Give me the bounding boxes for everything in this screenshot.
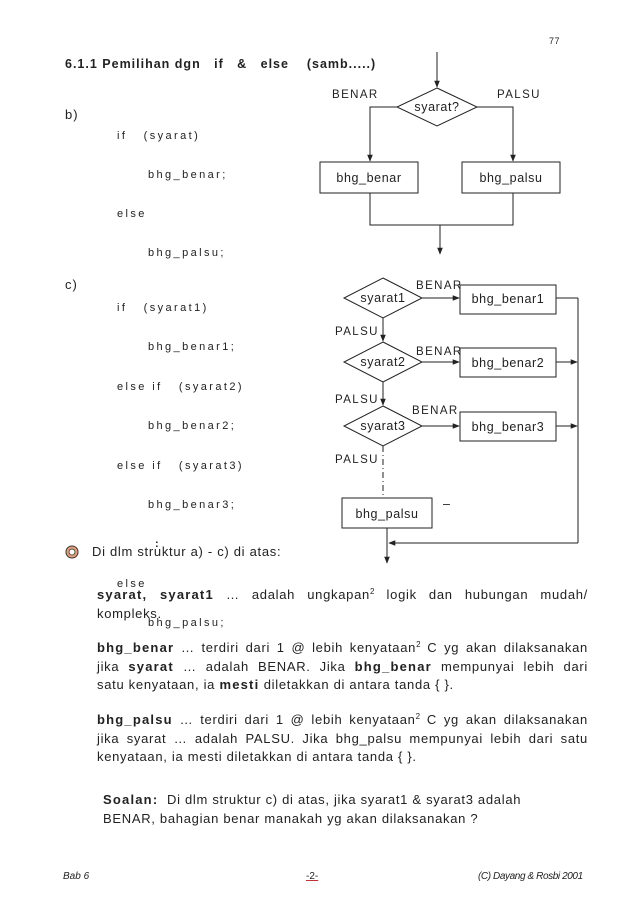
flow1-true-box-text: bhg_benar <box>336 171 401 185</box>
flow2-true-box-3-text: bhg_benar3 <box>472 420 545 434</box>
note-text: … adalah ungkapan <box>213 587 370 602</box>
term-bhg-benar: bhg_benar <box>354 658 432 674</box>
flow2-dash-mark: – <box>443 497 451 511</box>
note-text: mempunyai lebih dari <box>431 658 588 674</box>
flow2-condition-3-text: syarat3 <box>360 419 405 433</box>
flow2-false-label-2: PALSU <box>335 394 379 406</box>
term-syarat: syarat, syarat1 <box>97 587 214 602</box>
page-number: 77 <box>549 36 561 46</box>
code-line: bhg_benar; <box>148 169 228 181</box>
flowchart-else-if-labels: syarat1 BENAR bhg_benar1 PALSU syarat2 B… <box>335 280 544 521</box>
code-line: bhg_benar2; <box>148 420 237 433</box>
flow1-true-box <box>319 161 419 194</box>
note-line: jika syarat … adalah BENAR. Jika bhg_ben… <box>97 658 588 677</box>
note-text: … terdiri dari 1 @ lebih kenyataan <box>174 640 417 655</box>
flow2-else-box-text: bhg_palsu <box>355 507 418 521</box>
code-line: : <box>155 538 162 551</box>
flow1-false-box-text: bhg_palsu <box>479 171 542 185</box>
footer-chapter: Bab 6 <box>63 871 90 882</box>
note-line: bhg_benar … terdiri dari 1 @ lebih kenya… <box>97 639 588 658</box>
note-text: C yg akan dilaksanakan <box>420 712 588 727</box>
code-line: else <box>117 208 147 220</box>
note-text: … adalah BENAR. Jika <box>173 658 355 674</box>
code-line: bhg_palsu; <box>148 247 226 259</box>
bullet-text: Di dlm struktur a) - c) di atas: <box>92 544 282 559</box>
note-condition: syarat, syarat1 … adalah ungkapan2 logik… <box>97 586 588 623</box>
footer-copyright: (C) Dayang & Rosbi 2001 <box>478 871 583 882</box>
note-text: kenyataan, ia mesti diletakkan di antara… <box>97 749 417 764</box>
term-bhg-benar: bhg_benar <box>97 640 175 655</box>
question-text: Di dlm struktur c) di atas, jika syarat1… <box>158 792 522 807</box>
code-line: else <box>117 577 147 590</box>
note-line: kenyataan, ia mesti diletakkan di antara… <box>97 748 588 767</box>
code-line: if (syarat) <box>117 130 201 142</box>
code-line: bhg_palsu; <box>148 617 226 630</box>
flow2-false-label-1: PALSU <box>335 326 379 338</box>
section-b-label: b) <box>65 107 79 122</box>
flow1-true-label: BENAR <box>332 89 379 101</box>
note-line: satu kenyataan, ia mesti diletakkan di a… <box>97 676 588 695</box>
flow1-condition-text: syarat? <box>414 100 459 114</box>
code-line: else if (syarat2) <box>117 380 244 393</box>
question-line: BENAR, bahagian benar manakah yg akan di… <box>103 810 573 829</box>
term-syarat: syarat <box>128 658 174 674</box>
note-text: diletakkan di antara tanda { }. <box>259 677 454 692</box>
question-line: Soalan: Di dlm struktur c) di atas, jika… <box>103 791 573 810</box>
bullet-circle-icon <box>65 545 79 559</box>
flow2-true-box-1 <box>459 284 557 315</box>
section-c-code: if (syarat1) bhg_benar1; else if (syarat… <box>117 277 244 644</box>
term-mesti: mesti <box>219 677 260 692</box>
note-text: jika syarat … adalah PALSU. Jika bhg_pal… <box>97 730 588 746</box>
flow1-false-box <box>461 161 561 194</box>
term-bhg-palsu: bhg_palsu <box>97 712 173 727</box>
note-text: … terdiri dari 1 @ lebih kenyataan <box>172 712 416 727</box>
flow2-condition-2-text: syarat2 <box>360 355 405 369</box>
note-text: C yg akan dilaksanakan <box>420 640 588 655</box>
code-line: bhg_benar1; <box>148 341 237 354</box>
flow1-false-branch <box>477 106 516 162</box>
section-c-label: c) <box>65 277 78 292</box>
note-line: bhg_palsu … terdiri dari 1 @ lebih kenya… <box>97 711 588 730</box>
note-bhg-palsu: bhg_palsu … terdiri dari 1 @ lebih kenya… <box>97 711 588 767</box>
note-text: logik dan hubungan mudah/ <box>374 587 588 602</box>
flow2-condition-1-text: syarat1 <box>360 291 405 305</box>
superscript: 2 <box>369 587 375 596</box>
note-text: satu kenyataan, ia <box>97 677 220 692</box>
code-line: bhg_benar3; <box>148 498 237 511</box>
flowchart-if-else-labels: syarat? BENAR PALSU bhg_benar bhg_palsu <box>332 89 542 185</box>
superscript: 2 <box>415 712 421 721</box>
flow2-true-label-1: BENAR <box>416 280 463 292</box>
section-b-code: if (syarat) bhg_benar; else bhg_palsu; <box>117 105 228 273</box>
flow2-true-box-1-text: bhg_benar1 <box>472 292 545 306</box>
flow1-decision-diamond <box>395 87 479 127</box>
note-line: jika syarat … adalah PALSU. Jika bhg_pal… <box>97 730 588 749</box>
flowchart-else-if <box>341 277 579 564</box>
question-block: Soalan: Di dlm struktur c) di atas, jika… <box>103 791 573 828</box>
section-heading: 6.1.1 Pemilihan dgn if & else (samb.....… <box>65 57 377 71</box>
note-text: jika <box>97 658 129 674</box>
code-line: if (syarat1) <box>117 302 209 314</box>
question-label: Soalan: <box>103 792 159 807</box>
flow1-false-label: PALSU <box>497 89 541 101</box>
flow2-true-box-2-text: bhg_benar2 <box>472 356 545 370</box>
flow1-merge-line <box>369 193 514 226</box>
flow2-true-label-3: BENAR <box>412 405 459 417</box>
question-text: BENAR, bahagian benar manakah yg akan di… <box>103 810 479 826</box>
note-bhg-benar: bhg_benar … terdiri dari 1 @ lebih kenya… <box>97 639 588 695</box>
superscript: 2 <box>416 640 421 649</box>
code-line: else if (syarat3) <box>117 459 244 472</box>
note-line: kompleks. <box>97 605 588 624</box>
flow2-false-label-3: PALSU <box>335 454 379 466</box>
flow1-true-branch <box>367 106 397 162</box>
footer-page-number: -2- <box>306 871 319 882</box>
flow2-true-label-2: BENAR <box>416 346 463 358</box>
flowchart-if-else <box>319 52 561 255</box>
note-text: kompleks. <box>97 605 162 621</box>
note-line: syarat, syarat1 … adalah ungkapan2 logik… <box>97 586 588 605</box>
